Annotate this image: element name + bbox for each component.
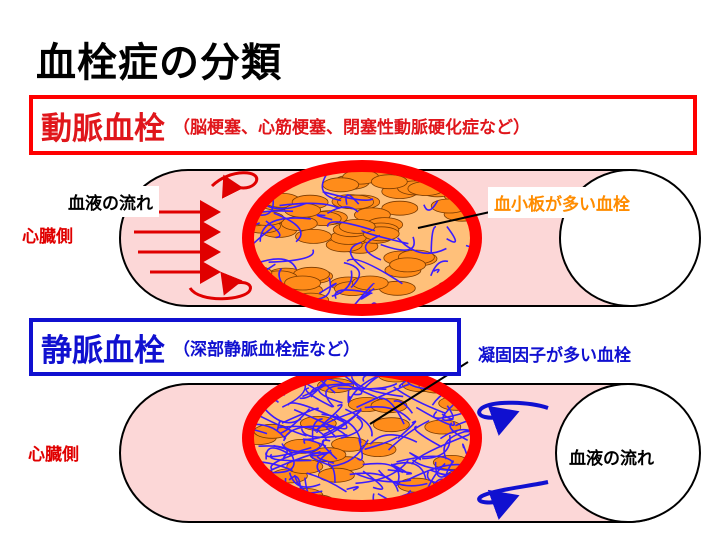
venous-heart-side-label: 心臓側 [28, 445, 79, 465]
venous-thrombus-label-box: 静脈血栓 （深部静脈血栓症など） [29, 318, 461, 376]
platelet-callout: 血小板が多い血栓 [488, 187, 636, 218]
arterial-heading: 動脈血栓 [41, 110, 165, 147]
coagulation-rich-thrombus [252, 374, 472, 502]
venous-flow-label: 血液の流れ [563, 441, 660, 472]
venous-heading: 静脈血栓 [41, 332, 165, 369]
arterial-heart-side-label: 心臓側 [22, 227, 73, 247]
venous-examples: （深部静脈血栓症など） [173, 339, 360, 360]
arterial-thrombus-label-box: 動脈血栓 （脳梗塞、心筋梗塞、閉塞性動脈硬化症など） [29, 95, 697, 155]
venous-flow-arrows [477, 400, 549, 520]
platelet-callout-leader [417, 211, 491, 229]
arterial-flow-label: 血液の流れ [62, 186, 159, 217]
arterial-examples: （脳梗塞、心筋梗塞、閉塞性動脈硬化症など） [173, 117, 530, 138]
coagulation-callout: 凝固因子が多い血栓 [478, 346, 631, 366]
arterial-vessel-wall-ring [242, 160, 482, 316]
page-title: 血栓症の分類 [36, 40, 282, 86]
